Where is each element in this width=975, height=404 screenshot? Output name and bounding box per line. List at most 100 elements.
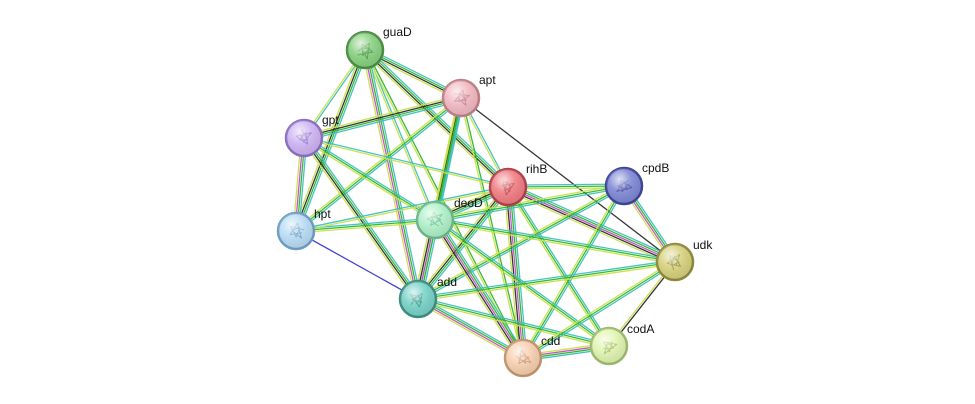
edge-line: [304, 135, 437, 219]
edge-line: [294, 49, 365, 231]
edge-hpt-add[interactable]: [295, 230, 419, 300]
edge-line: [434, 183, 624, 219]
edge-line: [507, 183, 624, 186]
node-shine: [657, 244, 693, 280]
edge-line: [509, 182, 677, 260]
node-shine: [286, 120, 322, 156]
edge-line: [434, 219, 676, 263]
edge-line: [418, 296, 610, 345]
node-shine: [606, 168, 642, 204]
edge-line: [303, 94, 461, 136]
edge-line: [295, 97, 462, 232]
node-shine: [417, 202, 453, 238]
edge-line: [296, 50, 367, 232]
edge-line: [507, 186, 610, 347]
edge-line: [416, 183, 624, 298]
nodes-layer: guaD apt gpt rihB cpdB hpt deoD udk add codA cdd: [276, 25, 713, 378]
node-label: deoD: [454, 196, 483, 210]
node-shine: [505, 340, 541, 376]
edge-line: [435, 217, 676, 261]
edge-line: [296, 221, 436, 234]
edge-line: [417, 185, 625, 300]
edge-line: [522, 261, 676, 359]
edge-guaD-deoD[interactable]: [363, 49, 437, 221]
edge-line: [511, 186, 528, 358]
edge-line: [418, 263, 676, 302]
edge-line: [365, 49, 420, 299]
edge-line: [292, 48, 363, 231]
edge-line: [304, 100, 462, 142]
edge-line: [363, 50, 435, 221]
node-label: gpt: [322, 113, 339, 127]
node-shine: [347, 32, 383, 68]
edge-line: [505, 187, 522, 359]
edge-rihB-codA[interactable]: [505, 185, 612, 348]
edge-line: [294, 96, 461, 231]
node-label: hpt: [314, 207, 331, 221]
edge-cpdB-deoD[interactable]: [434, 183, 625, 223]
node-rihB[interactable]: rihB: [488, 162, 547, 207]
edge-line: [506, 188, 675, 265]
edge-line: [295, 230, 419, 300]
edge-line: [418, 187, 626, 302]
edge-line: [295, 185, 508, 231]
node-cpdB[interactable]: cpdB: [604, 161, 669, 206]
edge-line: [507, 186, 524, 359]
edge-line: [437, 217, 527, 357]
edge-line: [524, 186, 627, 360]
edge-line: [523, 263, 677, 361]
node-shine: [490, 169, 526, 205]
edge-line: [296, 98, 463, 233]
edge-cpdB-add[interactable]: [416, 183, 626, 302]
node-add[interactable]: add: [398, 275, 457, 319]
node-shine: [278, 213, 314, 249]
edge-line: [419, 295, 525, 357]
edge-udk-cdd[interactable]: [521, 259, 677, 361]
node-udk[interactable]: udk: [655, 238, 713, 282]
node-label: udk: [693, 238, 713, 252]
edge-hpt-rihB[interactable]: [295, 185, 509, 233]
node-label: rihB: [526, 162, 547, 176]
edge-line: [304, 136, 509, 187]
node-label: cpdB: [642, 161, 669, 175]
edge-line: [417, 298, 610, 347]
edge-line: [365, 49, 437, 220]
edge-deoD-udk[interactable]: [434, 217, 676, 265]
edge-guaD-hpt[interactable]: [292, 48, 369, 233]
edge-apt-udk[interactable]: [460, 97, 676, 263]
node-guaD[interactable]: guaD: [345, 25, 412, 70]
edge-line: [435, 187, 625, 223]
edge-line: [362, 51, 507, 190]
node-shine: [400, 281, 436, 317]
edge-gpt-rihB[interactable]: [303, 136, 509, 189]
node-codA[interactable]: codA: [589, 322, 654, 366]
edge-line: [433, 97, 461, 220]
edge-line: [417, 300, 609, 349]
edge-guaD-add[interactable]: [361, 49, 422, 300]
edge-line: [296, 187, 509, 233]
edge-add-cdd[interactable]: [416, 295, 525, 362]
node-deoD[interactable]: deoD: [415, 196, 483, 240]
edge-apt-gpt[interactable]: [303, 94, 462, 142]
node-apt[interactable]: apt: [441, 73, 496, 118]
edge-line: [418, 297, 524, 358]
node-cdd[interactable]: cdd: [503, 334, 560, 378]
edge-add-codA[interactable]: [417, 296, 610, 349]
edge-line: [460, 97, 676, 263]
edge-line: [434, 219, 524, 359]
edge-line: [416, 300, 522, 362]
node-gpt[interactable]: gpt: [284, 113, 339, 158]
edge-line: [417, 261, 676, 300]
edge-guaD-rihB[interactable]: [362, 47, 511, 190]
node-hpt[interactable]: hpt: [276, 207, 331, 251]
edge-line: [505, 187, 608, 348]
edge-add-udk[interactable]: [417, 259, 676, 302]
node-label: codA: [627, 322, 654, 336]
edge-line: [363, 50, 418, 300]
edge-apt-hpt[interactable]: [294, 96, 463, 233]
node-label: cdd: [541, 334, 560, 348]
edge-rihB-cdd[interactable]: [503, 186, 528, 359]
edge-line: [304, 98, 462, 140]
